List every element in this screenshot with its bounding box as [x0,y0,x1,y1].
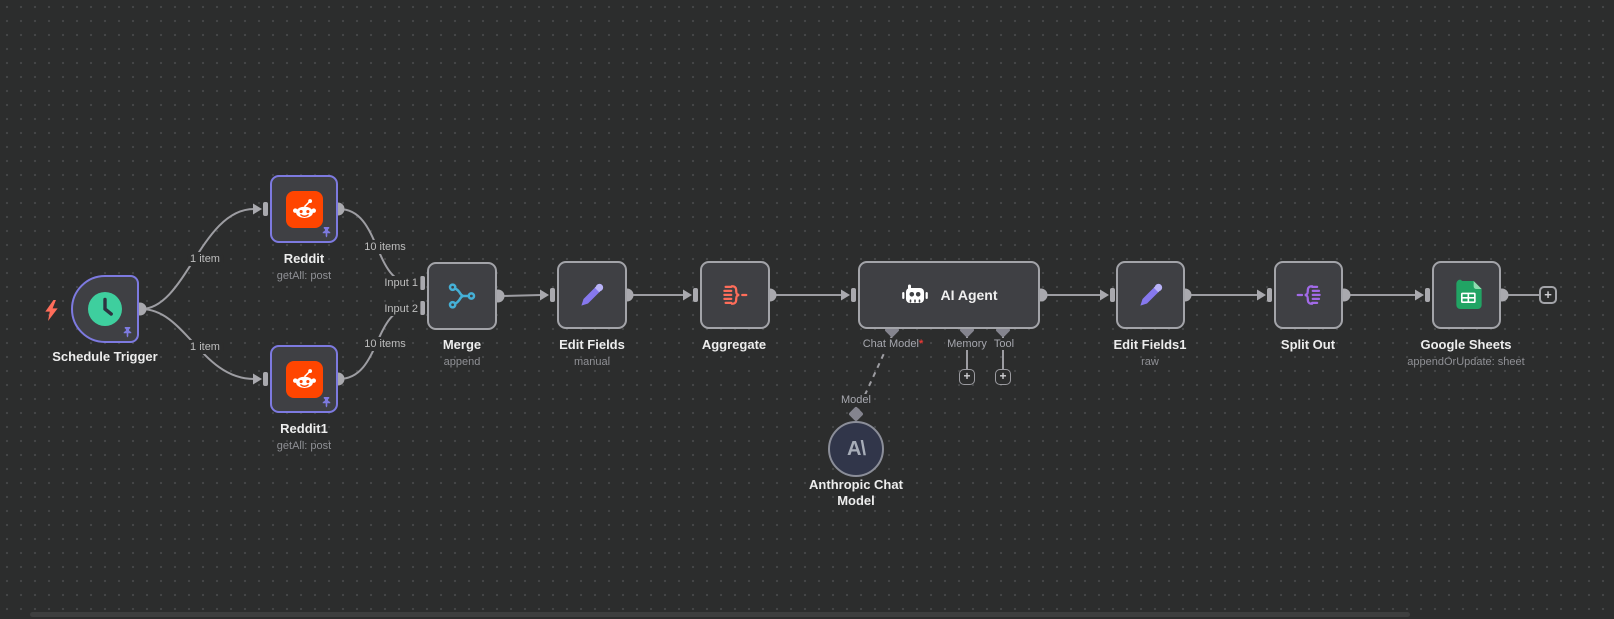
google-sheets-icon [1455,279,1482,309]
connector-label-model: Model [839,394,873,406]
reddit-icon [285,190,323,228]
add-node-button[interactable]: + [1539,286,1557,304]
horizontal-scrollbar[interactable] [30,612,1410,617]
node-reddit1[interactable] [270,345,338,413]
port-anthropic-model[interactable] [848,406,864,422]
arrowhead-icon [253,203,262,215]
arrowhead-icon [1415,289,1424,301]
input-port-split-out[interactable] [1267,288,1272,302]
arrowhead-icon [1100,289,1109,301]
merge-icon [448,283,476,309]
merge-input1-label: Input 1 [382,276,420,290]
edge-label-10-items-bottom: 10 items [361,337,409,351]
pencil-icon [581,283,604,306]
node-schedule-trigger[interactable] [71,275,139,343]
node-label-split-out: Split Out [1280,337,1336,352]
arrowhead-icon [540,289,549,301]
arrowhead-icon [1257,289,1266,301]
node-anthropic-chat-model[interactable]: A\ [828,421,884,477]
required-marker: * [918,338,924,350]
pencil-icon [1139,283,1162,306]
node-label-google-sheets: Google Sheets appendOrUpdate: sheet [1407,337,1525,368]
input-port-aggregate[interactable] [693,288,698,302]
input-port-ai-agent[interactable] [851,288,856,302]
connector-label-chat-model: Chat Model* [860,338,926,350]
trigger-bolt-icon [44,300,59,326]
merge-input2-label: Input 2 [382,302,420,316]
add-tool-button[interactable]: + [995,369,1011,385]
split-out-icon [1296,285,1321,305]
node-label-reddit1: Reddit1 getAll: post [276,421,332,452]
edge-label-1-item-bottom: 1 item [187,340,223,354]
node-aggregate[interactable] [700,261,770,329]
node-label-edit-fields: Edit Fields manual [559,337,625,368]
input-port-google-sheets[interactable] [1425,288,1430,302]
input-port-edit-fields[interactable] [550,288,555,302]
edge-merge-to-edit-fields[interactable] [501,294,542,297]
node-edit-fields[interactable] [557,261,627,329]
node-label-merge: Merge append [442,337,482,368]
robot-icon [902,284,929,303]
input-port-merge-2[interactable] [420,301,425,315]
connector-label-memory: Memory [945,338,989,350]
clock-icon [88,292,122,326]
arrowhead-icon [841,289,850,301]
input-port-merge-1[interactable] [420,276,425,290]
node-ai-agent[interactable]: AI Agent [858,261,1040,329]
connector-label-tool: Tool [991,338,1017,350]
reddit-icon [285,360,323,398]
pin-icon [322,226,331,238]
node-merge[interactable] [427,262,497,330]
node-edit-fields1[interactable] [1116,261,1185,329]
pin-icon [322,396,331,408]
add-memory-button[interactable]: + [959,369,975,385]
aggregate-icon [723,285,748,305]
arrowhead-icon [683,289,692,301]
node-label-aggregate: Aggregate [701,337,767,352]
edge-label-1-item-top: 1 item [187,252,223,266]
node-label-edit-fields1: Edit Fields1 raw [1113,337,1187,368]
node-split-out[interactable] [1274,261,1343,329]
pin-icon [123,326,132,338]
input-port-reddit1[interactable] [263,372,268,386]
node-label-reddit: Reddit getAll: post [276,251,332,282]
anthropic-icon: A\ [847,437,866,460]
edge-label-10-items-top: 10 items [361,240,409,254]
node-google-sheets[interactable] [1432,261,1501,329]
ai-agent-title: AI Agent [940,287,998,303]
arrowhead-icon [253,373,262,385]
node-label-schedule-trigger: Schedule Trigger [52,349,158,364]
input-port-reddit[interactable] [263,202,268,216]
input-port-edit-fields1[interactable] [1110,288,1115,302]
node-reddit[interactable] [270,175,338,243]
